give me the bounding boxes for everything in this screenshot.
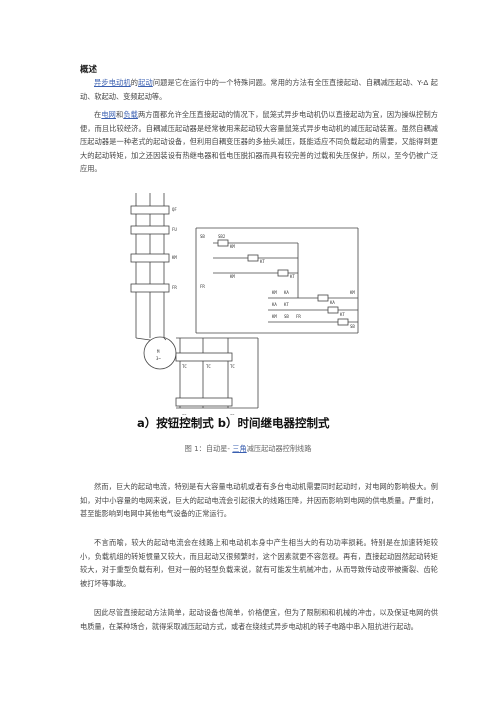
- diagram-label: SB2: [218, 234, 226, 239]
- diagram-label: SB: [200, 234, 205, 239]
- diagram-label: KM: [230, 274, 235, 279]
- diagram-label: M: [157, 349, 160, 354]
- diagram-label: FU: [172, 227, 177, 232]
- paragraph-intro: 异步电动机的起动问题是它在运行中的一个特殊问题。常用的方法有全压直接起动、自耦减…: [80, 76, 438, 103]
- text: 两方面都允许全压直接起动的情况下，鼠笼式异步电动机仍以直接起动为宜，因为操纵控制…: [80, 110, 438, 174]
- paragraph-power-loss: 不言而喻，较大的起动电流会在线路上和电动机本身中产生相当大的有功功率损耗。特别是…: [80, 538, 438, 588]
- diagram-label: KT: [260, 259, 265, 264]
- text: 和: [115, 110, 124, 119]
- diagram-subcaption: a）按钮控制式 b）时间继电器控制式: [135, 415, 332, 431]
- diagram-label: FR: [172, 285, 177, 290]
- diagram-label: KM: [350, 290, 355, 295]
- link-load[interactable]: 负载: [123, 110, 138, 119]
- diagram-label: KT: [290, 274, 295, 279]
- diagram-label: KA: [330, 300, 335, 305]
- diagram-label: TC: [230, 364, 235, 369]
- diagram-label: KT: [284, 302, 289, 307]
- diagram-label: TC: [182, 364, 187, 369]
- diagram-label: FR: [296, 314, 301, 319]
- diagram-label: KA: [284, 290, 289, 295]
- paragraph-conclusion: 因此尽管直接起动方法简单，起动设备也简单，价格便宜，但为了限制和和机械的冲击，以…: [80, 608, 438, 631]
- diagram-label: KM: [272, 290, 277, 295]
- text: 的: [130, 78, 139, 87]
- text: 在: [94, 110, 102, 119]
- paragraph-starting-current: 然而，巨大的起动电流，特别是有大容量电动机或者有多台电动机需要同时起动时，对电网…: [80, 482, 438, 519]
- diagram-label: QF: [172, 207, 177, 212]
- text: 图 1：自动星-: [184, 444, 233, 453]
- text: 问题是它在运行中的一个特殊问题。常用的方法有全压直接起动、自耦减压起动、Y-Δ …: [80, 78, 438, 101]
- diagram-label: FR: [200, 284, 205, 289]
- link-power-grid[interactable]: 电网: [101, 110, 116, 119]
- diagram-label: KT: [340, 312, 345, 317]
- paragraph-direct-start: 在电网和负载两方面都允许全压直接起动的情况下，鼠笼式异步电动机仍以直接起动为宜，…: [80, 108, 438, 176]
- diagram-label: 3~: [156, 356, 161, 361]
- diagram-label: SB: [350, 324, 355, 329]
- diagram-label: KM: [230, 244, 235, 249]
- text: 减压起动器控制线路: [246, 444, 312, 453]
- figure-caption: 图 1：自动星- 三角减压起动器控制线路: [0, 444, 496, 454]
- diagram-label: KA: [272, 302, 277, 307]
- link-starting[interactable]: 起动: [138, 78, 153, 87]
- wiring-diagram: QF FU KM SB SB2 KM KT KT KM FR FR KM KA …: [130, 193, 359, 419]
- link-delta[interactable]: 三角: [232, 444, 247, 453]
- diagram-label: TC: [206, 364, 211, 369]
- section-heading: 概述: [80, 65, 98, 75]
- link-async-motor[interactable]: 异步电动机: [94, 78, 131, 87]
- diagram-label: SB: [284, 314, 289, 319]
- diagram-label: KM: [172, 255, 177, 260]
- diagram-label: KM: [272, 314, 277, 319]
